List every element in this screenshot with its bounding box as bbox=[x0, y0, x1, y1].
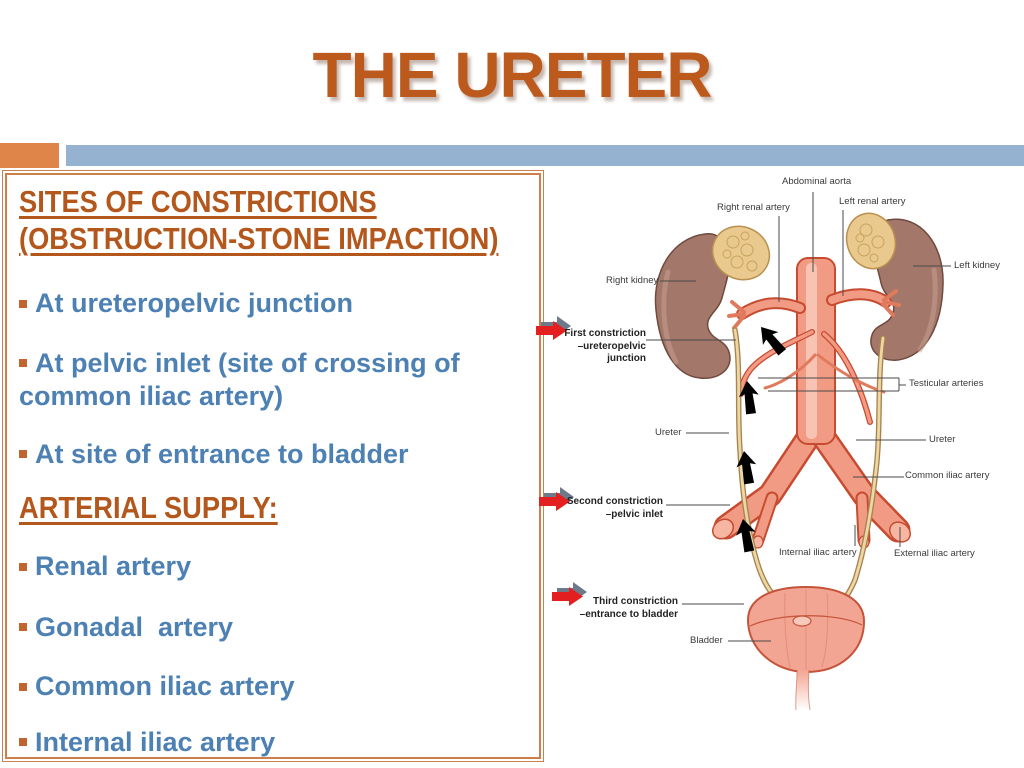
anatomy-diagram: Abdominal aorta Right renal artery Left … bbox=[530, 170, 1024, 768]
aorta-and-iliac-arteries bbox=[711, 257, 911, 549]
label-right-renal-artery: Right renal artery bbox=[717, 202, 790, 213]
heading-arterial-supply: ARTERIAL SUPPLY: bbox=[19, 490, 278, 526]
label-ureter-left: Ureter bbox=[655, 427, 682, 438]
bullet-marker bbox=[19, 682, 27, 691]
right-adrenal-gland bbox=[711, 225, 771, 281]
slide-title: THE URETER bbox=[312, 39, 713, 111]
bullet-renal-artery: Renal artery bbox=[19, 550, 533, 583]
bullet-marker bbox=[19, 359, 27, 368]
bullet-marker bbox=[19, 562, 27, 571]
heading-line1: SITES OF CONSTRICTIONS bbox=[19, 184, 377, 219]
label-left-kidney: Left kidney bbox=[954, 260, 1000, 271]
bullet-ureteropelvic-junction: At ureteropelvic junction bbox=[19, 287, 533, 320]
renal-arteries bbox=[727, 288, 901, 330]
label-right-kidney: Right kidney bbox=[606, 275, 659, 286]
label-bladder: Bladder bbox=[690, 635, 723, 646]
label-external-iliac-artery: External iliac artery bbox=[894, 548, 975, 559]
label-second-constriction: Second constriction –pelvic inlet bbox=[566, 496, 663, 520]
label-testicular-arteries: Testicular arteries bbox=[909, 378, 984, 389]
label-third-constriction: Third constriction –entrance to bladder bbox=[579, 596, 678, 620]
bullet-marker bbox=[19, 738, 27, 747]
leader-lines bbox=[646, 192, 951, 642]
label-abdominal-aorta: Abdominal aorta bbox=[782, 176, 852, 187]
bullet-entrance-to-bladder: At site of entrance to bladder bbox=[19, 438, 533, 471]
heading-sites-of-constrictions: SITES OF CONSTRICTIONS (OBSTRUCTION-STON… bbox=[19, 183, 535, 257]
testicular-arteries-vessels bbox=[738, 329, 886, 425]
anatomy-illustration bbox=[536, 192, 951, 711]
bullet-common-iliac-artery: Common iliac artery bbox=[19, 670, 533, 703]
left-adrenal-gland bbox=[845, 212, 897, 270]
bullet-internal-iliac-artery: Internal iliac artery bbox=[19, 726, 533, 757]
label-left-renal-artery: Left renal artery bbox=[839, 196, 906, 207]
bladder-shape bbox=[746, 585, 866, 711]
label-first-constriction: First constriction –ureteropelvic juncti… bbox=[564, 328, 646, 364]
label-internal-iliac-artery: Internal iliac artery bbox=[779, 547, 857, 558]
heading-line2: (OBSTRUCTION-STONE IMPACTION) bbox=[19, 221, 499, 257]
accent-square bbox=[0, 143, 59, 168]
bullet-marker bbox=[19, 299, 27, 308]
bullet-marker bbox=[19, 623, 27, 632]
text-panel-inner: SITES OF CONSTRICTIONS (OBSTRUCTION-STON… bbox=[5, 173, 541, 759]
text-panel: SITES OF CONSTRICTIONS (OBSTRUCTION-STON… bbox=[2, 170, 544, 762]
label-common-iliac-artery: Common iliac artery bbox=[905, 470, 990, 481]
bullet-marker bbox=[19, 450, 27, 459]
ureters bbox=[732, 327, 886, 610]
bullet-gonadal-artery: Gonadal artery bbox=[19, 611, 533, 644]
accent-bar bbox=[66, 145, 1024, 166]
bullet-pelvic-inlet: At pelvic inlet (site of crossing of com… bbox=[19, 347, 468, 412]
label-ureter-right: Ureter bbox=[929, 434, 956, 445]
